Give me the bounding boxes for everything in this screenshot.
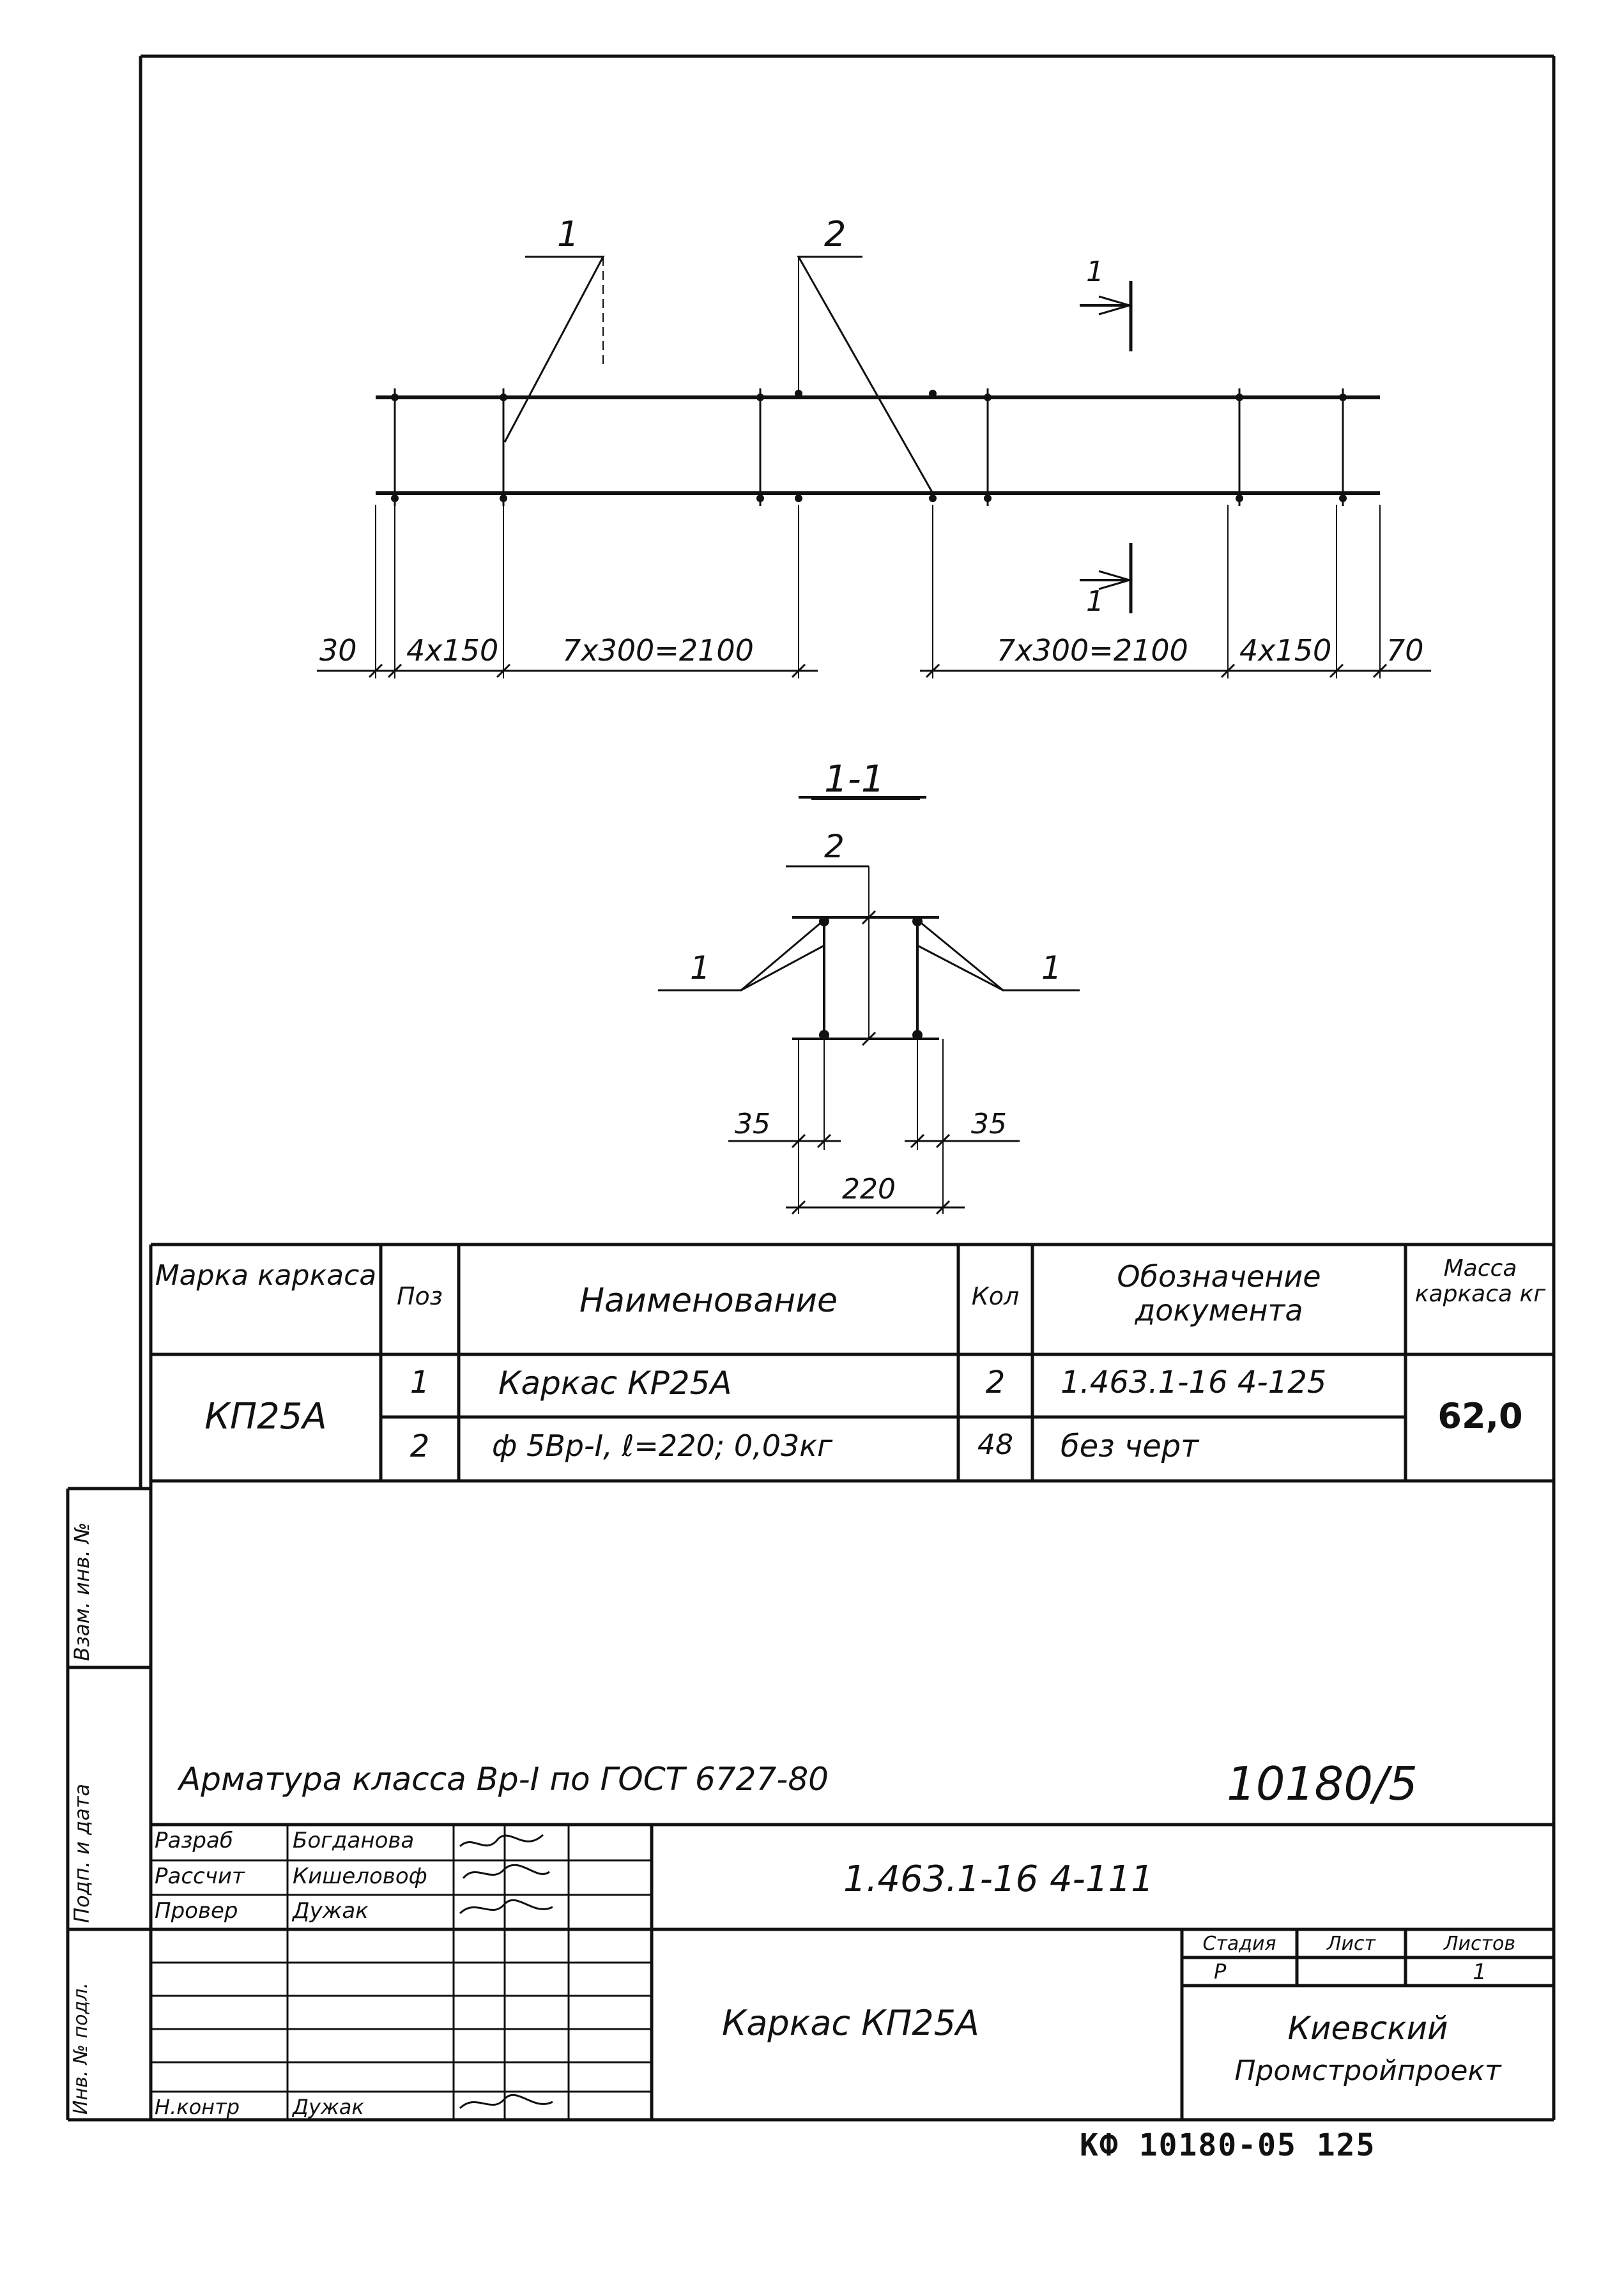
tb-stage-header: Стадия (1202, 1933, 1276, 1955)
reinforcement-note: Арматура класса Вр-I по ГОСТ 6727-80 (179, 1761, 829, 1798)
row2-name: ф 5Вр-I, ℓ=220; 0,03кг (492, 1429, 833, 1463)
side-cell-inv: Инв. № подл. (70, 1982, 92, 2115)
section-arrow-label-top: 1 (1086, 256, 1104, 288)
tb-role-2: Рассчит (155, 1864, 245, 1889)
section-1-1 (658, 796, 1080, 1215)
row1-doc: 1.463.1-16 4-125 (1061, 1365, 1327, 1400)
section-arrow-label-bottom: 1 (1086, 585, 1104, 618)
header-mass: Масса каркаса кг (1414, 1255, 1546, 1307)
tb-designation: 1.463.1-16 4-111 (843, 1858, 1154, 1900)
section-dim-220: 220 (842, 1173, 896, 1206)
tb-name-1: Богданова (293, 1828, 415, 1853)
row1-qty: 2 (985, 1365, 1006, 1400)
row1-name: Каркас КР25А (498, 1365, 732, 1402)
section-label-1-right: 1 (1041, 949, 1062, 986)
tb-org-line1: Киевский (1287, 2010, 1448, 2047)
row2-pos: 2 (410, 1429, 430, 1464)
section-label-1-left: 1 (690, 949, 710, 986)
side-cell-podpis: Подп. и дата (70, 1784, 94, 1923)
header-pos: Поз (396, 1282, 443, 1310)
leader-label-2: 2 (824, 214, 846, 254)
tb-sheets-header: Листов (1443, 1933, 1516, 1955)
tb-name-2: Кишеловоф (293, 1864, 427, 1889)
tb-org-line2: Промстройпроект (1234, 2055, 1501, 2087)
row2-doc: без черт (1061, 1429, 1199, 1464)
header-doc: Обозначение документа (1117, 1259, 1321, 1328)
dim-4x150-right: 4x150 (1239, 633, 1332, 668)
archive-number: 10180/5 (1227, 1757, 1418, 1811)
tb-role-1: Разраб (155, 1828, 233, 1853)
section-dim-35-left: 35 (735, 1108, 770, 1140)
tb-name-4: Дужак (293, 2095, 364, 2119)
frame-plan-view (317, 256, 1431, 678)
section-dim-35-right: 35 (971, 1108, 1007, 1140)
side-cell-zamena: Взам. инв. № (70, 1522, 94, 1661)
tb-role-3: Провер (155, 1898, 238, 1924)
tb-sheets-value: 1 (1473, 1959, 1487, 1985)
tb-sheet-header: Лист (1326, 1933, 1376, 1955)
tb-title: Каркас КП25А (722, 2003, 979, 2043)
signature-rasschit (462, 1864, 550, 1880)
bar-dots (391, 390, 1347, 502)
header-name: Наименование (579, 1282, 838, 1320)
dim-70: 70 (1386, 633, 1424, 668)
tb-role-4: Н.контр (155, 2095, 240, 2119)
dim-7x300-left: 7x300=2100 (562, 633, 754, 668)
bottom-stamp: КФ 10180-05 125 (1080, 2127, 1376, 2163)
signature-prover (459, 1899, 553, 1915)
row1-pos: 1 (410, 1365, 430, 1400)
section-title: 1-1 (824, 757, 885, 800)
dim-7x300-right: 7x300=2100 (997, 633, 1188, 668)
dim-30: 30 (319, 633, 357, 668)
row2-qty: 48 (977, 1429, 1013, 1461)
cell-mass-value: 62,0 (1437, 1396, 1523, 1436)
cell-mark-value: КП25А (204, 1396, 327, 1437)
tb-name-3: Дужак (293, 1898, 369, 1924)
tb-stage-value: Р (1214, 1959, 1227, 1984)
dim-4x150-left: 4x150 (406, 633, 499, 668)
header-mark: Марка каркаса (155, 1259, 377, 1292)
section-label-2: 2 (824, 828, 845, 865)
leader-label-1: 1 (557, 214, 579, 254)
signature-nkontr (459, 2094, 553, 2110)
signature-razrab (459, 1834, 544, 1848)
header-qty: Кол (971, 1282, 1020, 1310)
